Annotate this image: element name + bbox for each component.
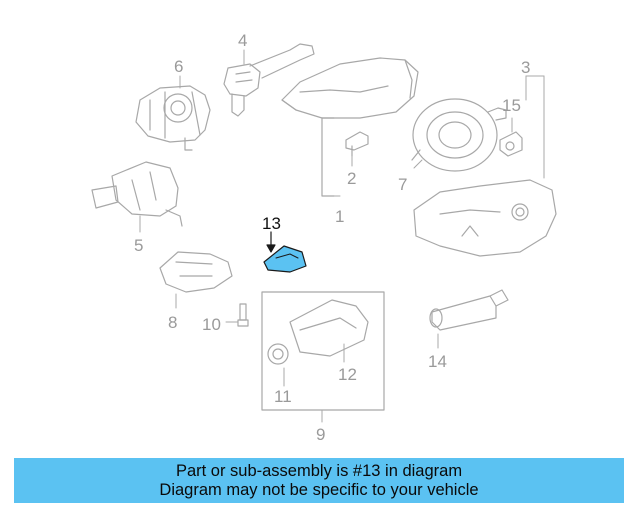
part-13-highlighted-part: [263, 231, 307, 273]
callout-13: 13: [262, 214, 281, 233]
part-3-lower-shroud-drawing: [413, 75, 557, 257]
callout-6: 6: [174, 57, 183, 76]
callout-7: 7: [398, 175, 407, 194]
part-15-drawing: [499, 117, 523, 157]
callout-15: 15: [502, 96, 521, 115]
part-9-assembly-box: [261, 291, 385, 423]
caption-line-1: Part or sub-assembly is #13 in diagram: [175, 462, 463, 480]
column-shroud-drawing: [281, 57, 419, 197]
part-2-clip-drawing: [345, 131, 369, 167]
part-10-screw-drawing: [225, 303, 249, 327]
callout-9: 9: [316, 425, 325, 444]
callout-2: 2: [347, 169, 356, 188]
callout-12: 12: [338, 365, 357, 384]
callout-8: 8: [168, 313, 177, 332]
part-4-lever-drawing: [223, 43, 315, 117]
part-6-switch-drawing: [135, 75, 211, 151]
part-5-switch-drawing: [91, 161, 183, 233]
callout-10: 10: [202, 315, 221, 334]
part-8-bracket-drawing: [159, 251, 233, 309]
part-14-cylinder-drawing: [429, 289, 509, 349]
callout-5: 5: [134, 236, 143, 255]
callout-4: 4: [238, 31, 247, 50]
callout-1: 1: [335, 207, 344, 226]
callout-3: 3: [521, 58, 530, 77]
caption-line-2: Diagram may not be specific to your vehi…: [159, 481, 479, 499]
diagram-caption-banner: Part or sub-assembly is #13 in diagram D…: [14, 458, 624, 503]
callout-14: 14: [428, 352, 447, 371]
callout-11: 11: [274, 387, 292, 406]
part-7-clockspring-drawing: [411, 98, 507, 172]
